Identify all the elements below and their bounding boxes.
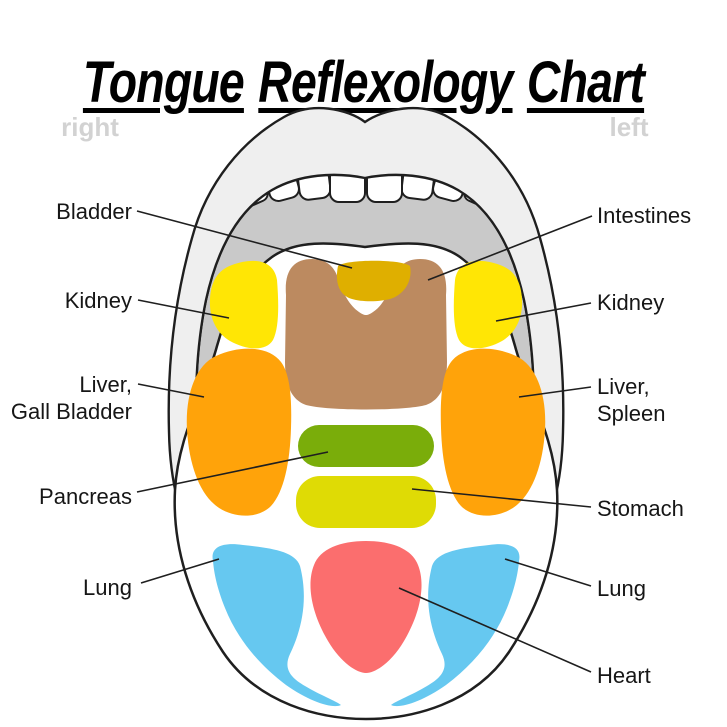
zone-kidney-right bbox=[453, 260, 523, 349]
label-lung-left: Lung bbox=[83, 575, 132, 600]
leader-bladder bbox=[136, 210, 353, 269]
label-kidney-right: Kidney bbox=[597, 290, 665, 315]
label-heart: Heart bbox=[597, 663, 651, 688]
leader-liver-spleen bbox=[518, 386, 592, 398]
title-word-2: Reflexology bbox=[258, 49, 513, 115]
label-liver-spleen: Liver, Spleen bbox=[597, 373, 666, 427]
zone-lung-right bbox=[391, 544, 520, 707]
leader-lung-left bbox=[140, 558, 220, 584]
title-word-3: Chart bbox=[526, 49, 645, 115]
orientation-right-label: right bbox=[61, 112, 119, 142]
zone-liver-spleen bbox=[440, 348, 546, 516]
zone-bladder bbox=[336, 260, 411, 302]
label-intestines: Intestines bbox=[597, 203, 692, 228]
label-lung-right: Lung bbox=[597, 576, 646, 601]
leader-heart bbox=[398, 587, 592, 673]
zone-pancreas bbox=[298, 425, 434, 467]
label-kidney-left: Kidney bbox=[64, 288, 132, 313]
leader-lines bbox=[136, 210, 593, 673]
leader-pancreas bbox=[136, 451, 329, 493]
label-bladder: Bladder bbox=[56, 199, 132, 224]
leader-intestines bbox=[427, 215, 593, 281]
leader-kidney-left bbox=[137, 299, 230, 319]
zone-intestines bbox=[285, 259, 447, 410]
title-word-1: Tongue bbox=[82, 49, 245, 115]
zone-kidney-left bbox=[209, 260, 279, 349]
label-stomach: Stomach bbox=[597, 496, 684, 521]
label-liver-spleen-line2: Spleen bbox=[597, 401, 666, 426]
label-liver-gall-bladder-line1: Liver, bbox=[79, 372, 132, 397]
leader-kidney-right bbox=[495, 302, 592, 322]
orientation-left-label: left bbox=[609, 112, 649, 142]
label-liver-gall-bladder-line2: Gall Bladder bbox=[10, 399, 132, 424]
leader-stomach bbox=[411, 488, 592, 508]
leader-liver-gall-bladder bbox=[137, 383, 205, 398]
zone-stomach bbox=[296, 476, 436, 528]
zone-liver-gall-bladder bbox=[186, 348, 292, 516]
leader-lung-right bbox=[504, 558, 592, 587]
label-pancreas: Pancreas bbox=[39, 484, 132, 509]
label-liver-spleen-line1: Liver, bbox=[597, 374, 650, 399]
label-liver-gall-bladder: Liver, Gall Bladder bbox=[0, 371, 132, 425]
zone-heart bbox=[310, 541, 422, 673]
zone-lung-left bbox=[212, 544, 341, 707]
